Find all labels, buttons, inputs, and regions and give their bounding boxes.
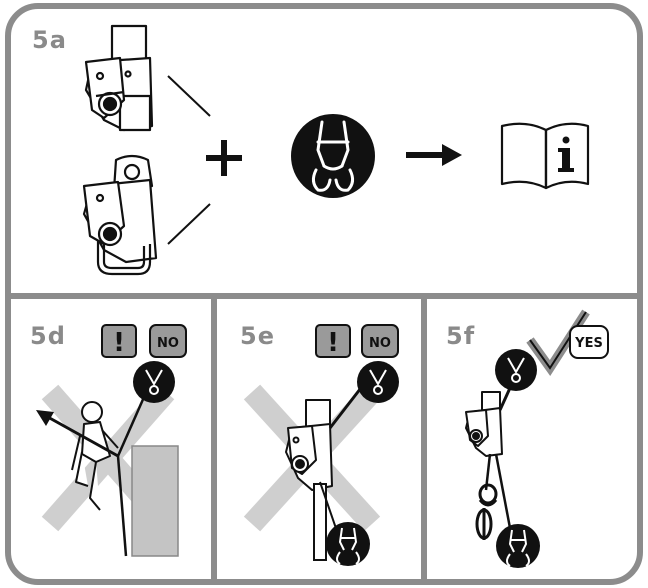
step-label-5e: 5e [240,322,275,350]
instruction-manual-icon [500,122,590,190]
panel-5a [82,24,590,276]
anchor-connection-icon [495,349,537,391]
ascender-with-handle-icon [82,154,158,276]
verdict-text: YES [574,336,603,351]
harness-icon [496,524,540,568]
arrow-icon [406,144,462,166]
verdict-no-badge: NO [149,324,187,358]
climber-figure [71,401,119,511]
warning-mark: ! [113,328,125,358]
step-label-5a: 5a [32,26,67,54]
anchor-connection-icon [357,361,399,403]
warning-mark: ! [327,328,339,358]
plus-symbol [206,140,242,176]
verdict-text: NO [369,336,391,351]
step-label-5f: 5f [446,322,476,350]
panel-5f: YES [465,309,609,568]
warning-icon: ! [315,324,351,358]
harness-icon [291,114,375,198]
verdict-text: NO [157,336,179,351]
ascender-device-icon [285,399,333,491]
verdict-no-badge: NO [361,324,399,358]
anchor-connection-icon [133,361,175,403]
knot-icon [475,483,498,540]
panel-5d: ! NO [36,324,187,557]
harness-icon [326,522,370,566]
panel-5e: ! NO [243,324,399,566]
step-label-5d: 5d [30,322,66,350]
rock-wall [131,445,179,557]
ascender-device-icon [84,24,154,132]
warning-icon: ! [101,324,137,358]
verdict-yes-badge: YES [569,325,609,359]
